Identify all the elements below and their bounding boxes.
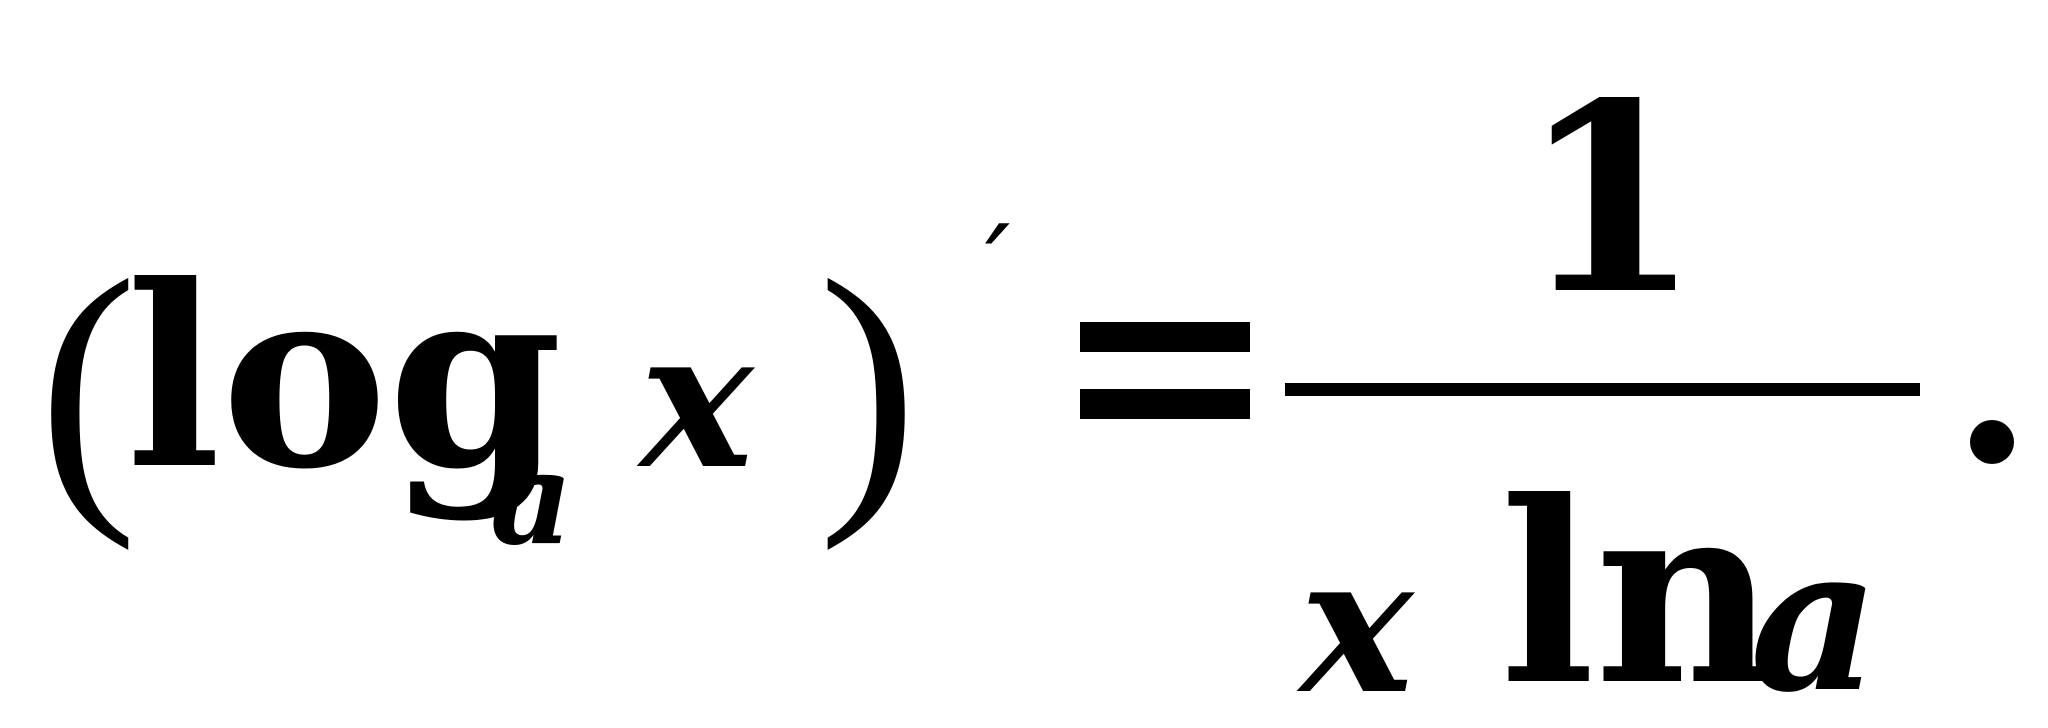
- fraction-numerator: 1: [1520, 47, 1701, 352]
- denominator-base: a: [1750, 502, 1880, 728]
- equals-top-bar: [1080, 322, 1250, 352]
- period-dot: [1970, 420, 2014, 464]
- log-argument: x: [640, 288, 754, 511]
- denominator-variable: x: [1300, 513, 1414, 728]
- log-function-text: log: [126, 230, 563, 524]
- derivative-prime: ´: [964, 209, 1019, 337]
- left-parenthesis: (: [38, 219, 138, 551]
- equals-bottom-bar: [1080, 389, 1250, 419]
- fraction-bar: [1285, 383, 1920, 396]
- denominator-ln: ln: [1500, 446, 1777, 728]
- right-parenthesis: ): [818, 219, 918, 551]
- log-base-subscript: a: [490, 424, 573, 574]
- equals-sign: [1080, 322, 1250, 422]
